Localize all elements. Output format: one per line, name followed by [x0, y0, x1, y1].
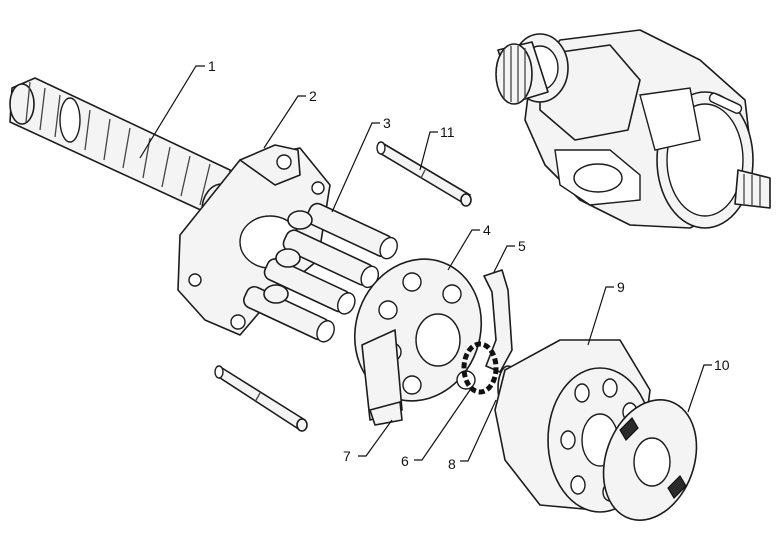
callout-1: 1: [208, 58, 216, 74]
part-6-spring-ring: [461, 341, 499, 395]
part-2-yoke: [177, 144, 331, 336]
part-7-cam-plate: [361, 329, 403, 426]
part-11-pin-upper: [376, 141, 472, 207]
callout-labels: 1 2 3 11 4 5 9 10 7 6 8: [208, 58, 730, 472]
part-5-bushing: [483, 269, 513, 373]
callout-4: 4: [483, 222, 491, 238]
leader-lines: [139, 65, 712, 462]
part-10-valve-plate: [602, 399, 698, 521]
part-3-pistons: [243, 202, 398, 343]
callout-11: 11: [440, 124, 455, 140]
callout-3: 3: [383, 115, 391, 131]
callout-6: 6: [401, 453, 409, 469]
callout-8: 8: [448, 456, 456, 472]
callout-9: 9: [617, 279, 625, 295]
callout-5: 5: [518, 238, 526, 254]
assembled-pump-illustration: [495, 29, 771, 229]
callout-10: 10: [714, 357, 730, 373]
pin-lower: [214, 365, 308, 432]
callout-7: 7: [343, 448, 351, 464]
callout-2: 2: [309, 88, 317, 104]
